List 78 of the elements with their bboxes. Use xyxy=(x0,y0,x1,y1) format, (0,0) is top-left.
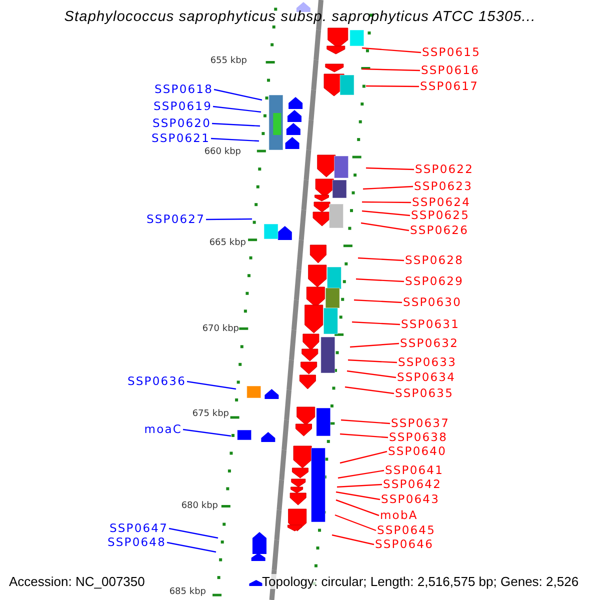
gene-label: SSP0648 xyxy=(107,536,166,549)
leader-line xyxy=(344,386,394,394)
leader-line xyxy=(334,514,376,532)
leader-line xyxy=(212,122,260,127)
scale-label: 665 kbp xyxy=(209,238,246,249)
leader-line xyxy=(206,218,252,220)
gene-label: SSP0627 xyxy=(146,213,205,226)
gene-label: SSP0629 xyxy=(405,275,464,288)
leader-line xyxy=(340,419,390,424)
scale-label: 655 kbp xyxy=(210,56,247,67)
leader-line xyxy=(168,528,218,539)
gene-label: SSP0624 xyxy=(412,196,471,209)
gene-label: SSP0636 xyxy=(127,375,186,388)
accession-text: Accession: NC_007350 xyxy=(9,574,145,589)
leader-line xyxy=(350,342,400,348)
leader-line xyxy=(360,222,410,232)
leader-line xyxy=(210,138,260,142)
gene-label: SSP0635 xyxy=(395,387,454,400)
gene-label: SSP0632 xyxy=(400,337,459,350)
leader-line xyxy=(336,491,380,500)
gene-label: SSP0647 xyxy=(109,522,168,535)
gene-label: SSP0637 xyxy=(391,417,450,430)
leader-line xyxy=(182,428,232,437)
leader-line xyxy=(348,359,398,364)
gene-label: SSP0623 xyxy=(414,180,473,193)
gene-label: SSP0638 xyxy=(389,431,448,444)
leader-line xyxy=(366,167,414,170)
leader-line xyxy=(362,186,414,190)
gene-label: SSP0633 xyxy=(398,356,457,369)
scale-label: 685 kbp xyxy=(169,587,206,598)
gene-label: SSP0626 xyxy=(410,224,469,237)
gene-label: mobA xyxy=(380,509,418,522)
leader-line xyxy=(354,299,402,304)
gene-label: SSP0646 xyxy=(375,538,434,551)
leader-line xyxy=(340,433,388,438)
leader-line xyxy=(362,210,410,216)
genome-summary-text: Topology: circular; Length: 2,516,575 bp; Genes: 2,526 xyxy=(262,574,579,589)
leader-line xyxy=(186,380,236,390)
gene-label: SSP0631 xyxy=(401,318,460,331)
gene-label: SSP0616 xyxy=(421,64,480,77)
leader-line xyxy=(340,450,388,464)
leader-line xyxy=(332,534,374,546)
leader-line xyxy=(356,278,404,282)
gene-label: SSP0628 xyxy=(405,254,464,267)
scale-label: 675 kbp xyxy=(192,409,229,420)
leader-line xyxy=(346,370,396,378)
gene-label: moaC xyxy=(144,423,182,436)
gene-label: SSP0643 xyxy=(381,493,440,506)
gene-label: SSP0640 xyxy=(388,445,447,458)
leader-line xyxy=(362,68,420,72)
map-title: Staphylococcus saprophyticus subsp. saprophyticus ATCC 15305... xyxy=(63,9,537,25)
leader-line xyxy=(166,542,216,553)
gene-label: SSP0619 xyxy=(153,100,212,113)
gene-label: SSP0620 xyxy=(152,117,211,130)
gene-label: SSP0641 xyxy=(385,464,444,477)
gene-label: SSP0625 xyxy=(411,209,470,222)
leader-line xyxy=(352,321,400,326)
leader-line xyxy=(362,201,411,204)
leader-line xyxy=(336,484,382,488)
leader-line xyxy=(338,470,384,479)
leader-line xyxy=(362,47,422,54)
gene-label: SSP0622 xyxy=(415,163,474,176)
scale-label: 680 kbp xyxy=(181,501,218,512)
leader-line xyxy=(358,257,404,262)
leader-line xyxy=(366,85,419,88)
leader-line xyxy=(212,106,262,113)
gene-label: SSP0621 xyxy=(151,132,210,145)
gene-label: SSP0615 xyxy=(422,46,481,59)
scale-label: 670 kbp xyxy=(202,324,239,335)
gene-label: SSP0630 xyxy=(403,296,462,309)
gene-label: SSP0618 xyxy=(154,83,213,96)
gene-label: SSP0645 xyxy=(377,524,436,537)
gene-label: SSP0617 xyxy=(420,80,479,93)
leader-line xyxy=(336,499,380,516)
leader-line xyxy=(214,88,262,101)
scale-label: 660 kbp xyxy=(204,147,241,158)
gene-label: SSP0634 xyxy=(397,371,456,384)
gene-label: SSP0642 xyxy=(383,478,442,491)
